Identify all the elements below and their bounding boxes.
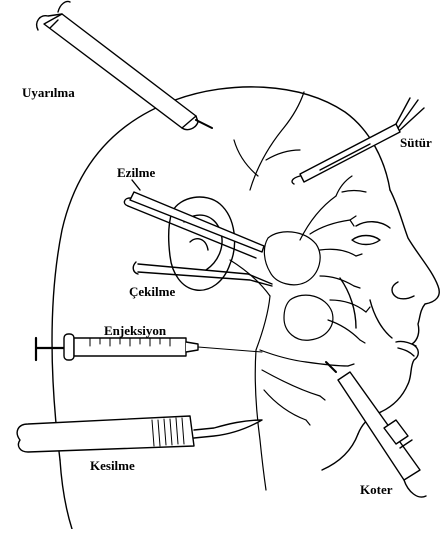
crushing-forceps-instrument (124, 180, 264, 258)
retractor-forceps-instrument (133, 262, 272, 286)
label-crush: Ezilme (117, 166, 155, 179)
stimulator-probe-instrument (37, 1, 212, 129)
cautery-pen-instrument (326, 362, 426, 497)
label-suture: Sütür (400, 136, 432, 149)
scalpel-instrument (17, 416, 262, 452)
label-traction: Çekilme (129, 285, 175, 298)
label-injection: Enjeksiyon (104, 324, 166, 337)
label-cutting: Kesilme (90, 459, 135, 472)
label-cautery: Koter (360, 483, 392, 496)
label-stimulation: Uyarılma (22, 86, 75, 99)
